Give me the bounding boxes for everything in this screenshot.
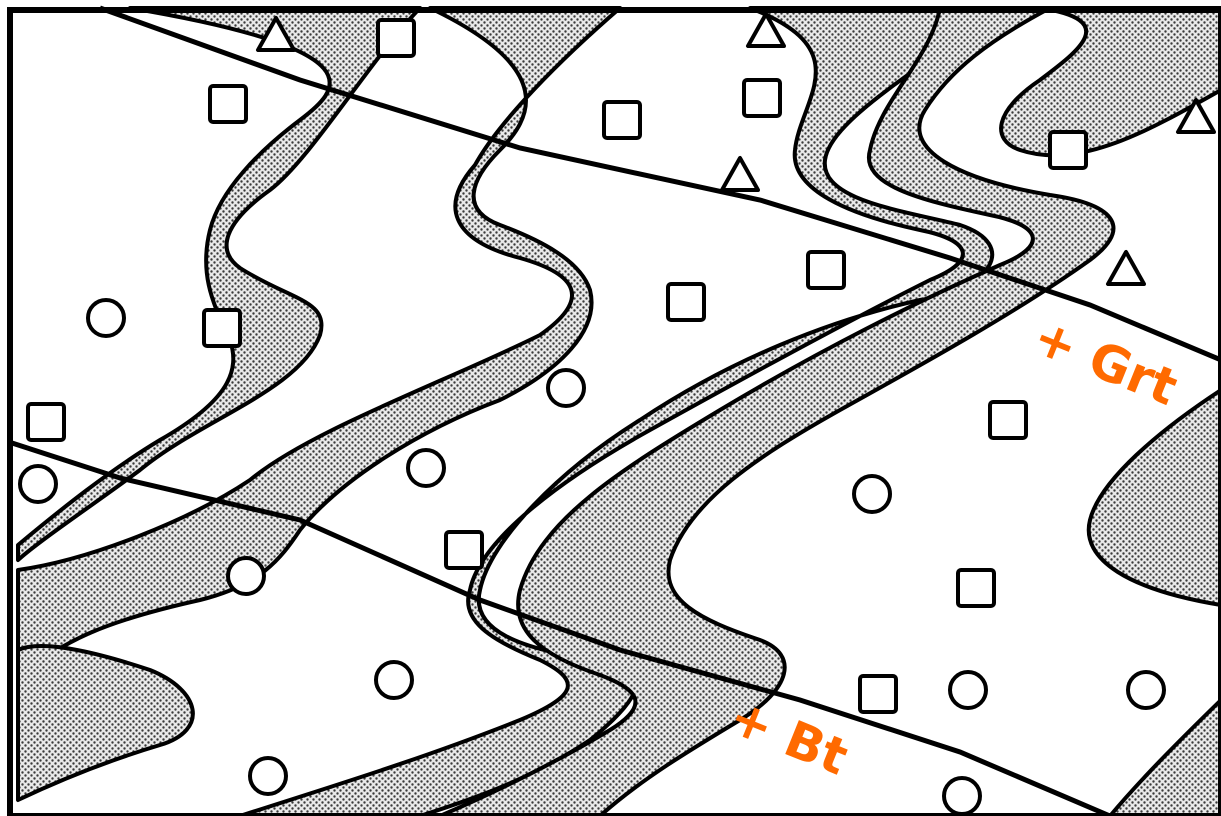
circle-marker (228, 558, 264, 594)
circle-marker (250, 758, 286, 794)
square-marker (28, 404, 64, 440)
square-marker (744, 80, 780, 116)
circle-marker (950, 672, 986, 708)
circle-marker (20, 466, 56, 502)
circle-marker (88, 300, 124, 336)
square-marker (860, 676, 896, 712)
circle-marker (376, 662, 412, 698)
square-marker (446, 532, 482, 568)
square-marker (378, 20, 414, 56)
square-marker (958, 570, 994, 606)
square-marker (210, 86, 246, 122)
square-marker (604, 102, 640, 138)
circle-marker (408, 450, 444, 486)
circle-marker (854, 476, 890, 512)
circle-marker (944, 778, 980, 814)
circle-marker (1128, 672, 1164, 708)
square-marker (668, 284, 704, 320)
square-marker (990, 402, 1026, 438)
square-marker (204, 310, 240, 346)
square-marker (1050, 132, 1086, 168)
square-marker (808, 252, 844, 288)
circle-marker (548, 370, 584, 406)
